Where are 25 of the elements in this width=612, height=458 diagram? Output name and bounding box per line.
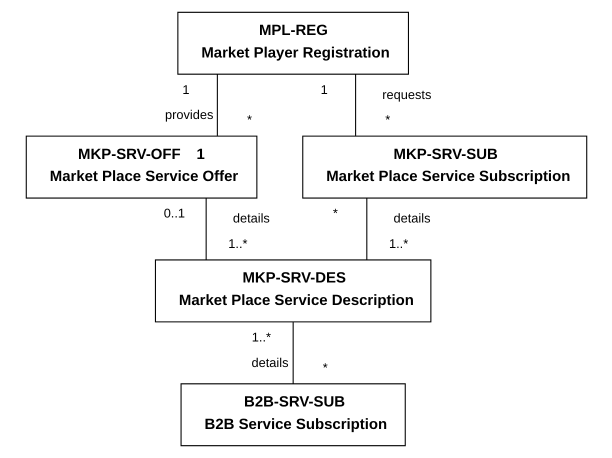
label: 1 [320, 82, 328, 97]
node-box: MKP-SRV-SUB Market Place Service Subscription [302, 136, 587, 199]
label: 0..1 [163, 206, 185, 221]
label: * [322, 360, 328, 375]
node-box: MKP-SRV-DES Market Place Service Description [154, 259, 431, 322]
edge-label: details [251, 354, 288, 370]
connector [292, 322, 294, 384]
connector [366, 198, 367, 260]
label: 1 [196, 146, 204, 163]
edge-label: details [393, 210, 430, 226]
connector [205, 198, 206, 260]
label: * [246, 112, 252, 128]
edge-label: requests [382, 86, 431, 102]
label: * [384, 112, 390, 128]
connector [216, 74, 218, 136]
connector [354, 74, 356, 136]
edge-label: provides [164, 107, 213, 122]
node-box: B2B-SRV-SUB B2B Service Subscription [180, 383, 406, 446]
label: * [332, 206, 338, 221]
label: 1 [182, 82, 190, 97]
edge-label: details [232, 210, 270, 226]
node-box: MPL-REG Market Player Registration [176, 12, 408, 75]
label: 1..* [228, 236, 248, 252]
label: 1..* [251, 329, 270, 344]
label: 1..* [388, 236, 408, 252]
